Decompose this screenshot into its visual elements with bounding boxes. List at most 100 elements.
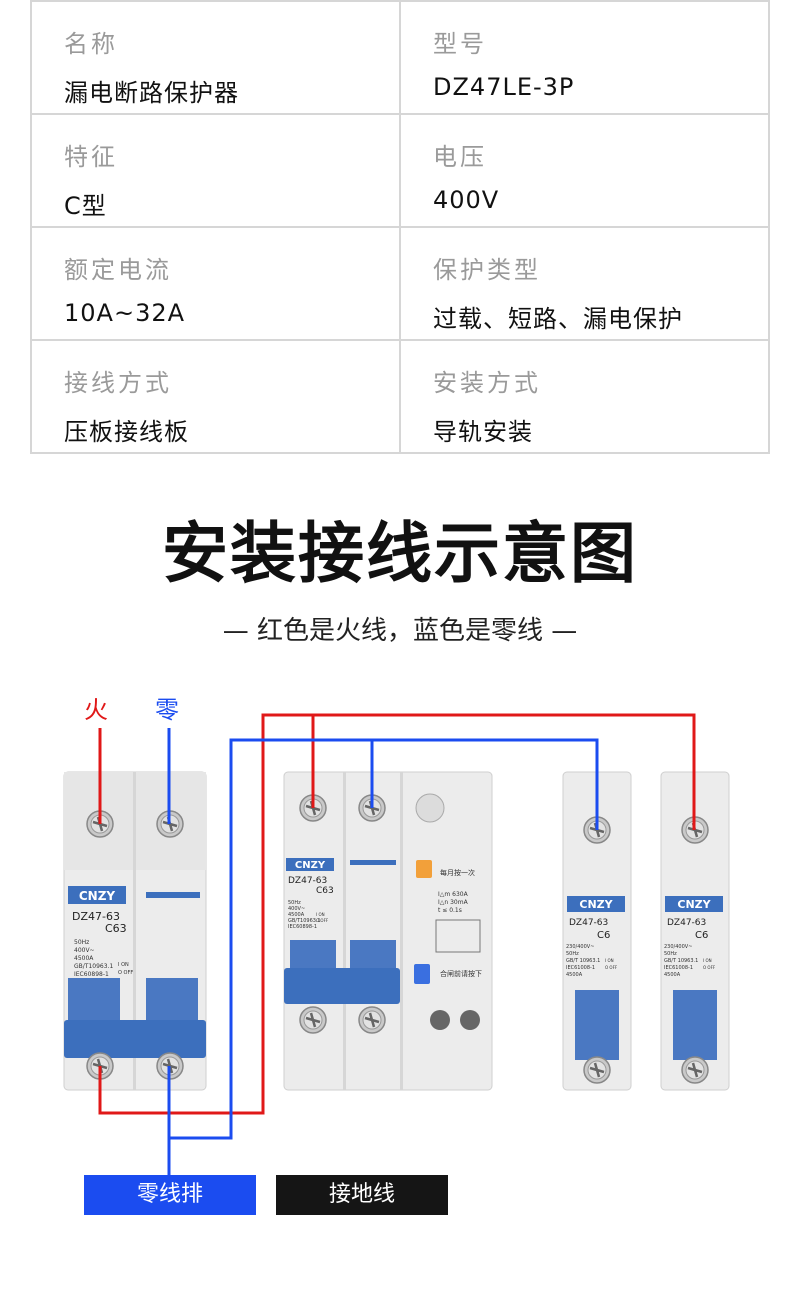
spec-text: 4500A <box>664 972 681 978</box>
screw-icon <box>357 1005 387 1035</box>
reset-note: 合闸前请按下 <box>440 969 482 978</box>
model-text: DZ47-63 <box>667 918 706 928</box>
spec-value: 压板接线板 <box>64 418 189 446</box>
spec-label: 特征 <box>64 143 118 171</box>
spec-text: 50Hz <box>566 951 579 957</box>
spec-cell: 型号 DZ47LE-3P <box>399 0 770 115</box>
brand-badge <box>68 886 126 904</box>
curve-text: C6 <box>695 930 708 941</box>
spec-cell: 额定电流 10A~32A <box>30 226 401 341</box>
curve-text: C63 <box>105 922 127 935</box>
brand-badge <box>567 896 625 912</box>
spec-text: 50Hz <box>664 951 677 957</box>
ground-wire-label: 接地线 <box>276 1175 448 1215</box>
spec-text: 230/400V~ <box>664 944 692 950</box>
live-wire-label: 火 <box>84 696 108 724</box>
brand-badge <box>286 858 334 871</box>
spec-value: DZ47LE-3P <box>433 73 575 101</box>
rcd-spec-text: t ≤ 0.1s <box>438 907 462 914</box>
on-text: I ON <box>118 962 129 968</box>
spec-cell: 特征 C型 <box>30 113 401 228</box>
curve-text: C6 <box>597 930 610 941</box>
on-text: I ON <box>316 912 325 917</box>
spec-text: GB/T10963.1 <box>288 918 321 924</box>
spec-cell: 名称漏电断路保护器 <box>30 0 401 115</box>
spec-text: IEC61008-1 <box>566 965 595 971</box>
spec-text: GB/T 10963.1 <box>664 958 698 964</box>
spec-value: 10A~32A <box>64 299 186 327</box>
spec-cell: 安装方式导轨安装 <box>399 339 770 454</box>
spec-text: GB/T10963.1 <box>74 963 113 970</box>
spec-row: 接线方式压板接线板 安装方式导轨安装 <box>30 339 770 454</box>
spec-cell: 电压 400V <box>399 113 770 228</box>
screw-icon <box>680 1055 710 1085</box>
spec-text: 4500A <box>566 972 583 978</box>
spec-text: IEC60898-1 <box>74 971 109 978</box>
breaker-1p-a: CNZY DZ47-63 C6 230/400V~ 50Hz GB/T 1096… <box>562 771 632 1091</box>
spec-text: 400V~ <box>288 906 305 912</box>
breaker-2p: CNZY DZ47-63 C63 50Hz 400V~ 4500A GB/T10… <box>63 771 207 1091</box>
spec-value: C型 <box>64 192 107 220</box>
spec-value: 漏电断路保护器 <box>64 79 239 107</box>
spec-value: 过载、短路、漏电保护 <box>433 305 683 333</box>
spec-text: GB/T 10963.1 <box>566 958 600 964</box>
spec-label: 名称 <box>64 30 118 58</box>
spec-row: 名称漏电断路保护器 型号 DZ47LE-3P <box>30 0 770 115</box>
spec-text: IEC61008-1 <box>664 965 693 971</box>
spec-text: 4500A <box>288 912 305 918</box>
model-text: DZ47-63 <box>72 910 120 923</box>
toggle-handle <box>64 1020 206 1058</box>
off-text: O OFF <box>118 970 133 976</box>
toggle-handle <box>673 990 717 1060</box>
brand-text: CNZY <box>677 898 711 911</box>
spec-table: 名称漏电断路保护器 型号 DZ47LE-3P 特征 C型 电压 400V 额定电流 10… <box>30 0 770 454</box>
spec-text: 4500A <box>74 955 94 962</box>
spec-label: 安装方式 <box>433 369 541 397</box>
spec-text: IEC60898-1 <box>288 924 317 930</box>
spec-label: 电压 <box>433 143 487 171</box>
brand-text: CNZY <box>579 898 613 911</box>
on-text: I ON <box>605 958 614 963</box>
rcd-spec-text: I△m 630A <box>438 891 469 898</box>
spec-cell: 接线方式压板接线板 <box>30 339 401 454</box>
neutral-wire-label: 零 <box>155 696 179 724</box>
spec-row: 特征 C型 电压 400V <box>30 113 770 228</box>
brand-badge <box>665 896 723 912</box>
screw-icon <box>298 1005 328 1035</box>
neutral-bar-label: 零线排 <box>84 1175 256 1215</box>
screw-icon <box>582 1055 612 1085</box>
spec-value: 400V <box>433 186 500 214</box>
spec-label: 接线方式 <box>64 369 172 397</box>
diagram-subtitle: — 红色是火线，蓝色是零线 — <box>222 616 578 646</box>
curve-text: C63 <box>316 886 334 896</box>
brand-text: CNZY <box>79 889 116 903</box>
on-text: I ON <box>703 958 712 963</box>
spec-label: 保护类型 <box>433 256 541 284</box>
spec-row: 额定电流 10A~32A 保护类型过载、短路、漏电保护 <box>30 226 770 341</box>
model-text: DZ47-63 <box>288 876 327 886</box>
off-text: O OFF <box>703 965 716 970</box>
live-wire-main <box>98 713 696 1115</box>
rcd-spec-text: I△n 30mA <box>438 899 469 906</box>
toggle-handle <box>575 990 619 1060</box>
test-note: 每月按一次 <box>440 868 475 877</box>
toggle-handle <box>284 968 400 1004</box>
breaker-rcd: CNZY DZ47-63 C63 50Hz 400V~ 4500A GB/T10… <box>283 771 493 1091</box>
test-button <box>416 860 432 878</box>
spec-text: 50Hz <box>74 939 89 946</box>
reset-button <box>414 964 430 984</box>
spec-value: 导轨安装 <box>433 418 533 446</box>
spec-label: 额定电流 <box>64 256 172 284</box>
spec-text: 50Hz <box>288 900 301 906</box>
off-text: O OFF <box>316 918 329 923</box>
spec-label: 型号 <box>433 30 487 58</box>
off-text: O OFF <box>605 965 618 970</box>
diagram-title: 安装接线示意图 <box>162 515 638 592</box>
brand-text: CNZY <box>295 860 326 871</box>
neutral-wire-main <box>169 738 599 1140</box>
model-text: DZ47-63 <box>569 918 608 928</box>
spec-cell: 保护类型过载、短路、漏电保护 <box>399 226 770 341</box>
spec-text: 400V~ <box>74 947 95 954</box>
spec-text: 230/400V~ <box>566 944 594 950</box>
